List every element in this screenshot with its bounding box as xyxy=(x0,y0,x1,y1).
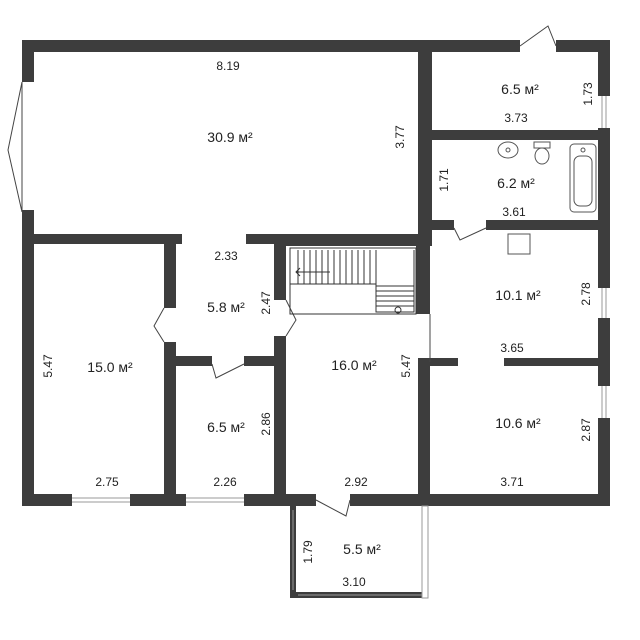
dim-room6-5-height: 2.86 xyxy=(259,412,273,436)
wall-bottom-4 xyxy=(350,494,610,506)
staircase xyxy=(289,247,417,315)
wall-room10-bottom-b xyxy=(504,358,610,366)
dim-bath-height: 1.71 xyxy=(437,168,451,192)
area-hall-16: 16.0 м² xyxy=(331,357,377,373)
wall-top-right xyxy=(556,40,610,52)
area-room10-6: 10.6 м² xyxy=(495,415,541,431)
wall-stair-top xyxy=(284,240,432,246)
wall-right-1 xyxy=(598,40,610,96)
wall-bath-bottom-a xyxy=(418,220,454,230)
area-hall-5-8: 5.8 м² xyxy=(207,299,245,315)
room-labels: 8.19 30.9 м² 3.77 6.5 м² 3.73 1.73 1.71 … xyxy=(41,59,595,589)
wall-hall-right-a xyxy=(274,234,286,300)
area-room10-1: 10.1 м² xyxy=(495,287,541,303)
door-porch xyxy=(315,499,351,517)
door-top-right xyxy=(519,25,557,47)
dim-room10-6-height: 2.87 xyxy=(579,418,593,442)
wall-living-right xyxy=(418,40,432,244)
wall-living-bottom-right xyxy=(246,234,432,244)
dim-room10-1-width: 3.65 xyxy=(500,341,524,355)
dim-porch-height: 1.79 xyxy=(301,540,315,564)
wall-top-left xyxy=(22,40,520,52)
dim-porch-width: 3.10 xyxy=(342,575,366,589)
wall-right-col-left-lower xyxy=(418,362,430,506)
wall-hall-bottom-a xyxy=(164,356,212,366)
area-porch: 5.5 м² xyxy=(343,541,381,557)
window-right-storage xyxy=(598,96,610,128)
window-bottom-room15 xyxy=(72,494,130,506)
wall-stair-right xyxy=(416,240,430,314)
dim-hall-width: 2.33 xyxy=(214,249,238,263)
wall-hall-bottom-b xyxy=(244,356,286,366)
dim-hall-height: 2.47 xyxy=(259,291,273,315)
dim-hall16-height: 5.47 xyxy=(399,354,413,378)
dim-bath-width: 3.61 xyxy=(502,205,526,219)
wall-bottom-1 xyxy=(22,494,72,506)
dim-storage-height: 1.73 xyxy=(581,82,595,106)
dim-room15-width: 2.75 xyxy=(95,475,119,489)
wall-living-bottom-left xyxy=(22,234,182,244)
shower-icon xyxy=(507,233,531,255)
wall-hall-right-b xyxy=(274,336,286,506)
window-right-room10-1 xyxy=(598,288,610,318)
door-room15 xyxy=(153,307,165,343)
area-bathroom: 6.2 м² xyxy=(497,175,535,191)
wall-storage-bottom xyxy=(418,130,610,140)
wall-right-4 xyxy=(598,418,610,506)
dim-living-height: 3.77 xyxy=(393,125,407,149)
dim-storage-width: 3.73 xyxy=(504,111,528,125)
dim-living-width: 8.19 xyxy=(216,59,240,73)
window-right-room10-6 xyxy=(598,386,610,418)
wall-room15-right-b xyxy=(164,342,176,506)
windows xyxy=(72,96,610,599)
walls xyxy=(22,40,610,598)
wall-right-3 xyxy=(598,318,610,386)
wall-bottom-2 xyxy=(130,494,186,506)
wall-left-lower xyxy=(22,210,34,506)
doors xyxy=(7,25,557,517)
door-left-entrance xyxy=(7,81,23,213)
window-porch-right xyxy=(421,505,429,599)
wall-left-upper xyxy=(22,40,34,82)
door-hall-right xyxy=(285,299,297,337)
door-room6-5 xyxy=(211,363,245,379)
wall-room10-bottom-a xyxy=(418,358,458,366)
bathroom-fixtures xyxy=(497,141,597,255)
dim-room10-6-width: 3.71 xyxy=(500,475,524,489)
area-room15: 15.0 м² xyxy=(87,359,133,375)
area-room6-5: 6.5 м² xyxy=(207,419,245,435)
door-bathroom xyxy=(453,227,487,241)
wall-bath-bottom-b xyxy=(486,220,610,230)
window-bottom-room6-5 xyxy=(186,494,244,506)
wall-right-2 xyxy=(598,128,610,288)
dim-room10-1-height: 2.78 xyxy=(579,282,593,306)
area-storage: 6.5 м² xyxy=(501,81,539,97)
dim-hall16-width: 2.92 xyxy=(344,475,368,489)
dim-room15-height: 5.47 xyxy=(41,354,55,378)
wall-room15-right-a xyxy=(164,234,176,308)
area-living: 30.9 м² xyxy=(207,129,253,145)
dim-room6-5-width: 2.26 xyxy=(213,475,237,489)
toilet-icon xyxy=(533,141,551,149)
